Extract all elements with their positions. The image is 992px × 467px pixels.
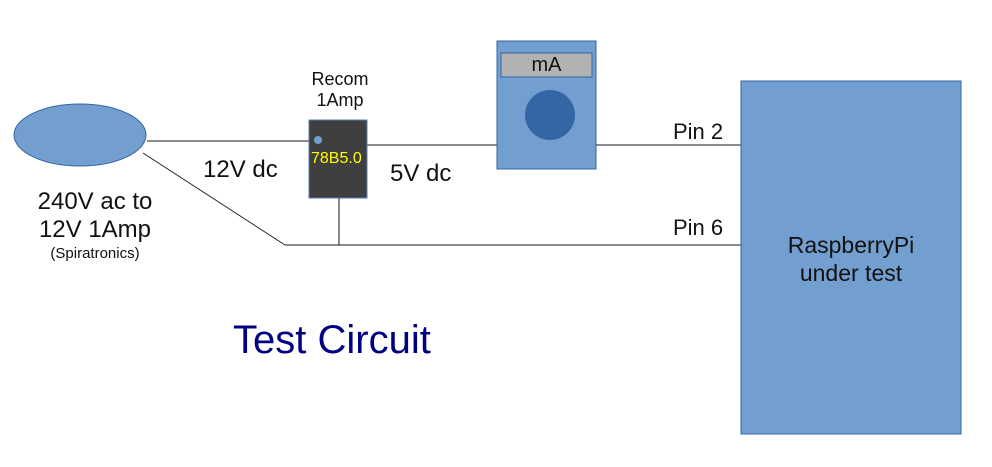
wire-ground-diagonal	[142, 152, 286, 246]
power-supply-line1: 240V ac to	[37, 188, 153, 215]
diagram-title: Test Circuit	[233, 318, 431, 362]
ammeter-dial	[525, 90, 575, 140]
device-name-line1: RaspberryPi	[787, 232, 915, 258]
ammeter-unit-label: mA	[531, 54, 562, 76]
raspberry-pi-box	[740, 80, 962, 435]
power-supply-shape	[13, 103, 147, 167]
output-voltage-label: 5V dc	[390, 160, 452, 187]
device-name-line2: under test	[799, 260, 903, 286]
power-supply-line2: 12V 1Amp	[38, 216, 152, 243]
regulator-pin1-dot	[314, 136, 322, 144]
power-supply-brand: (Spiratronics)	[50, 245, 140, 262]
input-voltage-label: 12V dc	[203, 156, 278, 183]
regulator-chip	[308, 119, 368, 199]
regulator-rating-label: 1Amp	[316, 90, 364, 110]
regulator-maker-label: Recom	[311, 69, 369, 89]
pin2-label: Pin 2	[673, 119, 724, 144]
ammeter-display	[500, 52, 593, 78]
regulator-part-number: 78B5.0	[311, 150, 362, 167]
pin6-label: Pin 6	[673, 215, 724, 240]
